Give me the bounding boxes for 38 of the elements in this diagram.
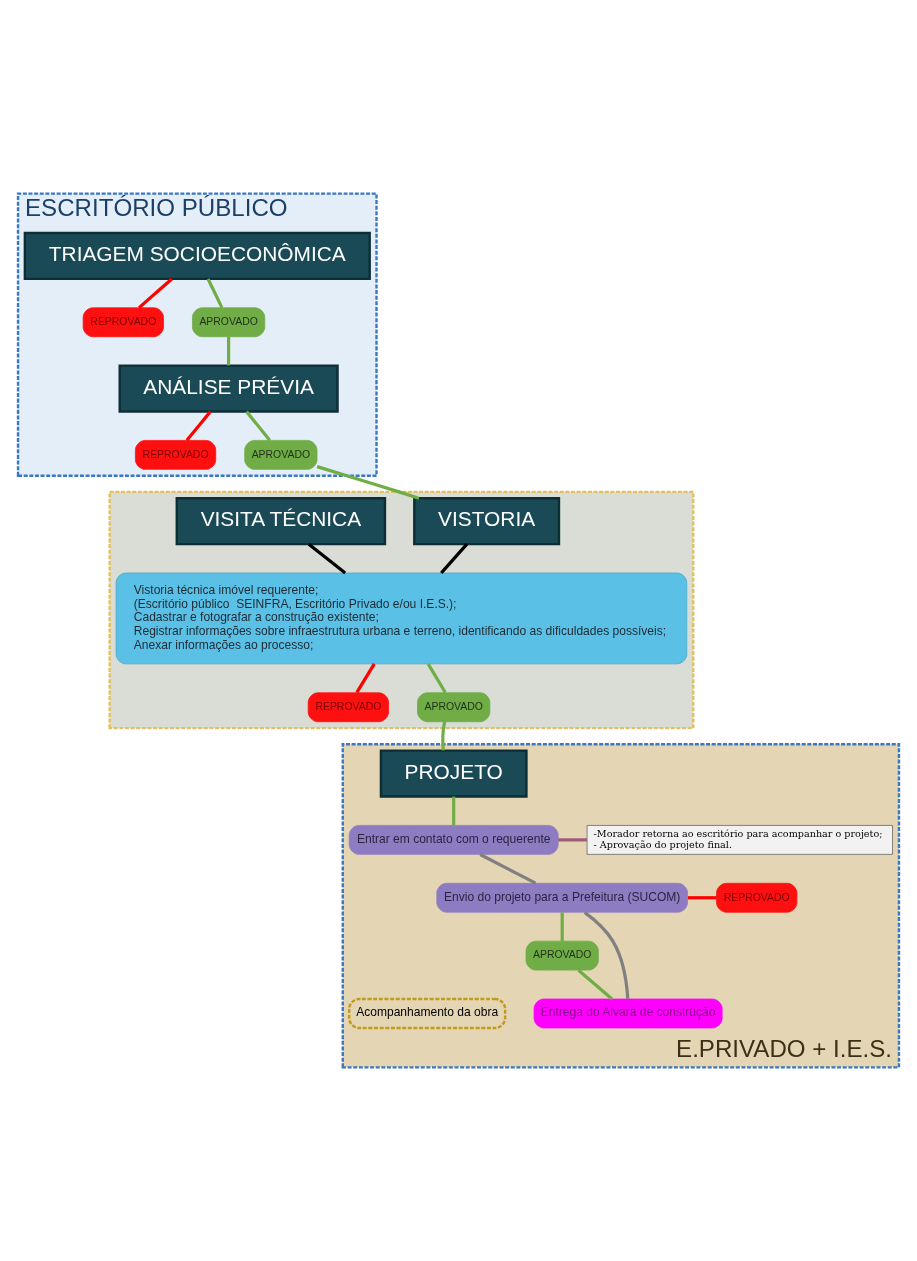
node-box: -Morador retorna ao escritório para acompanhar o projeto; - Aprovação do projeto final.	[586, 825, 893, 855]
connector	[138, 277, 173, 309]
node-box: Entrar em contato com o requerente	[348, 825, 559, 855]
node-box: REPROVADO	[307, 692, 389, 723]
node-box: APROVADO	[417, 692, 491, 723]
node-box: Vistoria técnica imóvel requerente; (Escritório público SEINFRA, Escritório Privado e/ou I.E.S.); Cadastrar e fotografar a construção existente; Registrar informações sobre infraestrutura urbana e terreno, identificando as dificuldades possíveis; Anexar informações ao processo;	[115, 572, 688, 665]
connector	[441, 721, 447, 751]
connector	[355, 663, 376, 694]
connector	[479, 853, 537, 885]
node-box: VISITA TÉCNICA	[175, 497, 387, 546]
node-box: PROJETO	[379, 749, 528, 798]
node-box: ANÁLISE PRÉVIA	[118, 364, 339, 413]
connector	[558, 838, 587, 842]
connector	[583, 911, 630, 999]
connector	[316, 465, 420, 500]
connector	[560, 912, 564, 942]
connector	[245, 410, 271, 442]
connector	[426, 663, 447, 694]
node-box: Entrega do Alvará de construção	[533, 998, 723, 1029]
node-box: VISTORIA	[413, 497, 561, 546]
connector	[440, 543, 469, 575]
connector	[577, 969, 614, 1001]
connector	[307, 542, 347, 575]
connector	[185, 410, 212, 442]
node-box: APROVADO	[244, 440, 318, 470]
node-box: APROVADO	[525, 940, 599, 971]
node-box: Envio do projeto para a Prefeitura (SUCOM)	[436, 882, 688, 913]
node-box: TRIAGEM SOCIOECONÔMICA	[23, 231, 371, 281]
node-box: APROVADO	[192, 307, 266, 338]
connector	[452, 796, 456, 826]
cluster	[108, 490, 695, 730]
node-box: Acompanhamento da obra	[348, 997, 507, 1030]
node-box: REPROVADO	[135, 440, 217, 470]
connector	[227, 336, 231, 366]
node-box: REPROVADO	[82, 307, 164, 338]
connector	[687, 896, 717, 900]
node-box: REPROVADO	[716, 882, 798, 913]
connector	[206, 278, 224, 309]
